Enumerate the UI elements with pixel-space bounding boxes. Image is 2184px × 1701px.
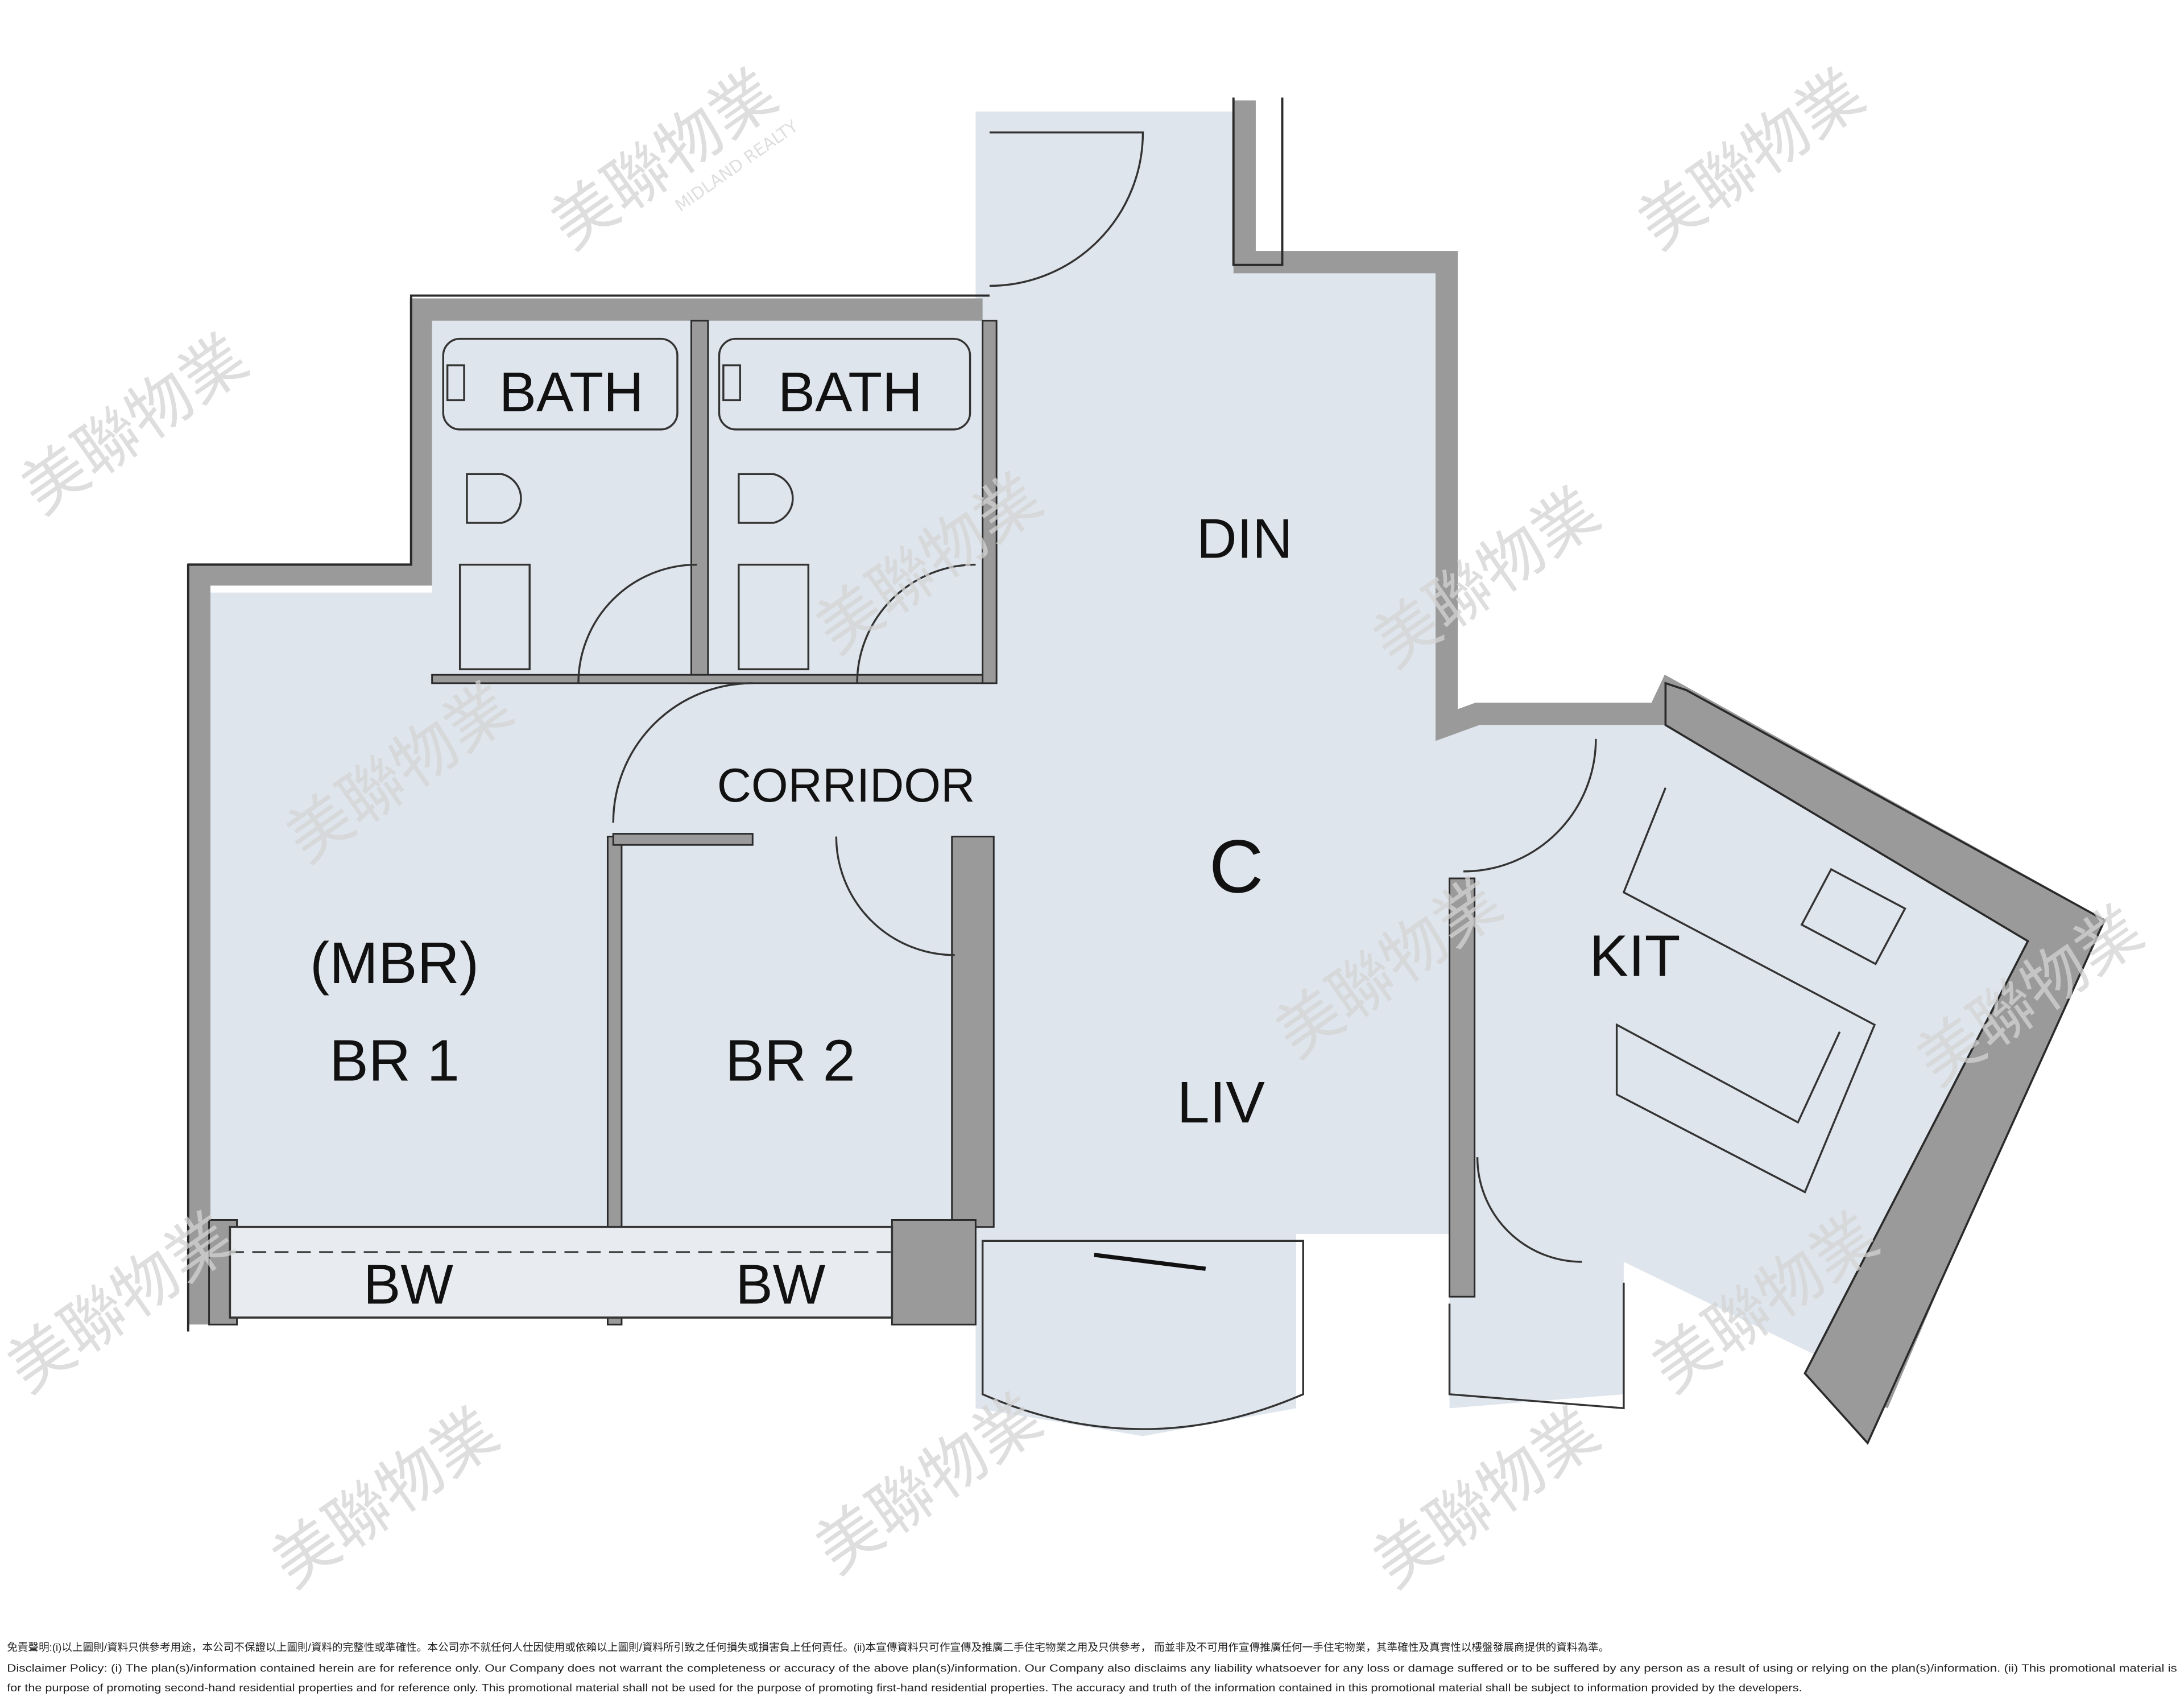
exterior-wall	[188, 298, 983, 1325]
disclaimer-english-1: Disclaimer Policy: (i) The plan(s)/infor…	[7, 1662, 2177, 1674]
kitchen-sink	[1800, 868, 1906, 965]
bathtub-2	[718, 337, 971, 431]
balcony-kitchen	[1448, 1282, 1625, 1410]
svg-text:美聯物業: 美聯物業	[7, 320, 260, 529]
toilet-2	[738, 473, 794, 524]
kitchen-wall	[1664, 682, 2106, 1445]
label-br2: BR 2	[725, 1027, 855, 1093]
svg-text:美聯物業: 美聯物業	[1359, 1393, 1612, 1602]
label-br1: BR 1	[329, 1027, 460, 1093]
shower-2	[738, 563, 810, 671]
shower-1	[458, 563, 531, 671]
floor-area	[209, 112, 2070, 1436]
label-bath-1: BATH	[499, 361, 644, 423]
toilet-1	[466, 473, 522, 524]
label-din: DIN	[1197, 507, 1293, 569]
label-bw-2: BW	[735, 1253, 825, 1316]
svg-text:美聯物業: 美聯物業	[802, 1380, 1055, 1588]
disclaimer-chinese: 免責聲明:(i)以上圖則/資料只供參考用途，本公司不保證以上圖則/資料的完整性或…	[7, 1641, 1609, 1653]
kitchen-counter	[1615, 787, 1876, 1194]
label-liv: LIV	[1177, 1070, 1265, 1135]
bay-windows	[229, 1225, 894, 1319]
label-unit: C	[1209, 825, 1264, 909]
svg-text:美聯物業: 美聯物業	[258, 1393, 511, 1602]
sliding-door	[1094, 1253, 1206, 1271]
label-corridor: CORRIDOR	[717, 759, 975, 812]
disclaimer-english-2: for the purpose of promoting second-hand…	[7, 1682, 1802, 1694]
svg-text:美聯物業: 美聯物業	[1624, 55, 1877, 263]
balcony-living	[981, 1240, 1304, 1430]
door-swings	[577, 131, 1597, 1263]
wall-outline	[187, 294, 990, 1332]
label-bath-2: BATH	[778, 361, 923, 423]
bathtub-1	[442, 337, 679, 431]
label-bw-1: BW	[363, 1253, 453, 1316]
label-mbr: (MBR)	[310, 930, 479, 996]
label-kit: KIT	[1589, 923, 1680, 989]
wall-outline-right	[1232, 97, 1284, 266]
